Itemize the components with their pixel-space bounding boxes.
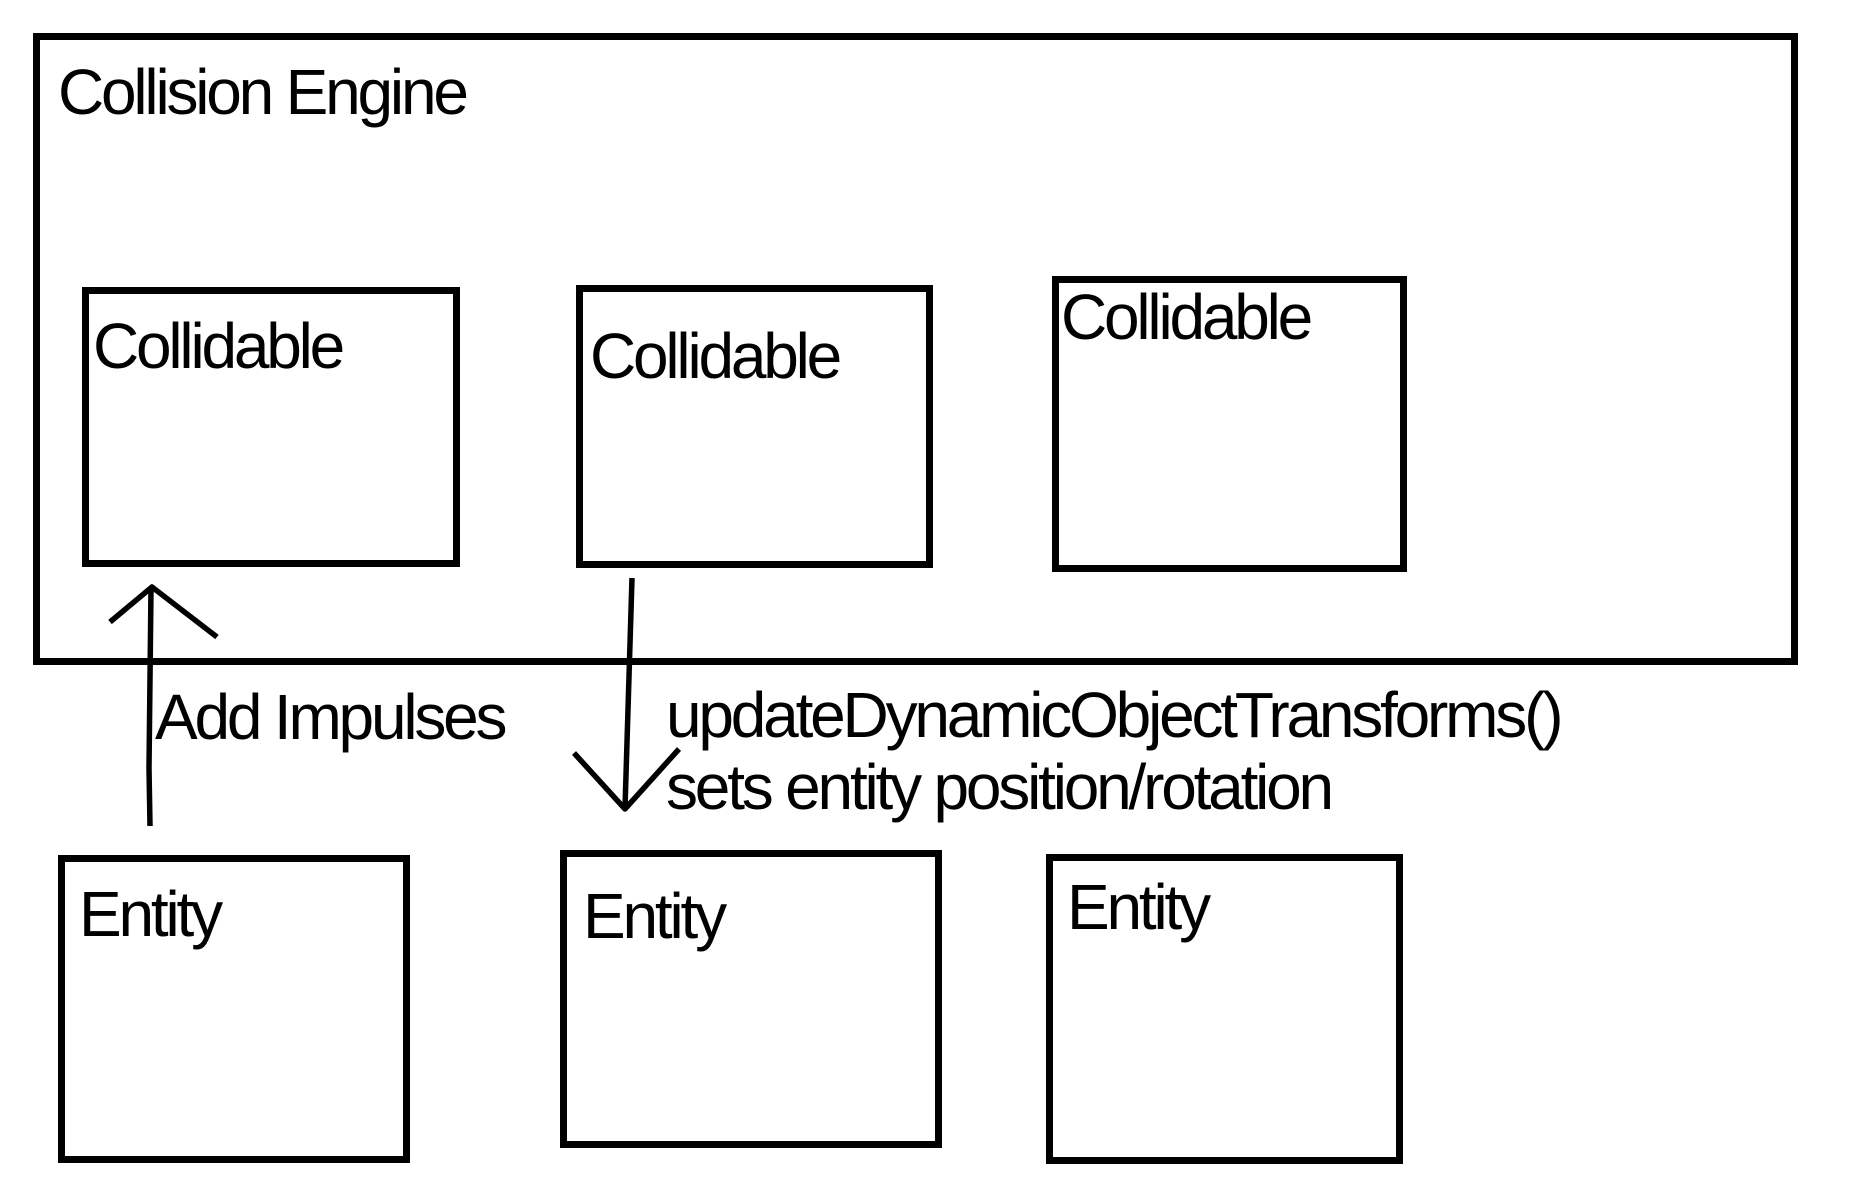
collidable-label-1: Collidable xyxy=(93,310,345,382)
entity-box-2: Entity xyxy=(560,850,942,1148)
update-transforms-label-line2: sets entity position/rotation xyxy=(666,751,1334,823)
collidable-box-1: Collidable xyxy=(82,287,460,567)
entity-label-3: Entity xyxy=(1067,871,1211,943)
collidable-box-3: Collidable xyxy=(1052,276,1407,572)
add-impulses-label: Add Impulses xyxy=(155,681,508,753)
update-transforms-label-line1: updateDynamicObjectTransforms() xyxy=(666,679,1564,751)
update-transforms-label: updateDynamicObjectTransforms() sets ent… xyxy=(666,679,1564,823)
entity-box-3: Entity xyxy=(1046,854,1403,1164)
entity-label-1: Entity xyxy=(79,878,223,950)
collidable-label-3: Collidable xyxy=(1061,281,1313,353)
collision-engine-box: Collision Engine xyxy=(33,33,1798,665)
entity-label-2: Entity xyxy=(583,880,727,952)
collidable-label-2: Collidable xyxy=(590,320,842,392)
collidable-box-2: Collidable xyxy=(576,285,933,568)
collision-engine-title: Collision Engine xyxy=(58,56,469,128)
entity-box-1: Entity xyxy=(58,855,410,1163)
update-transforms-arrowhead xyxy=(571,747,682,812)
